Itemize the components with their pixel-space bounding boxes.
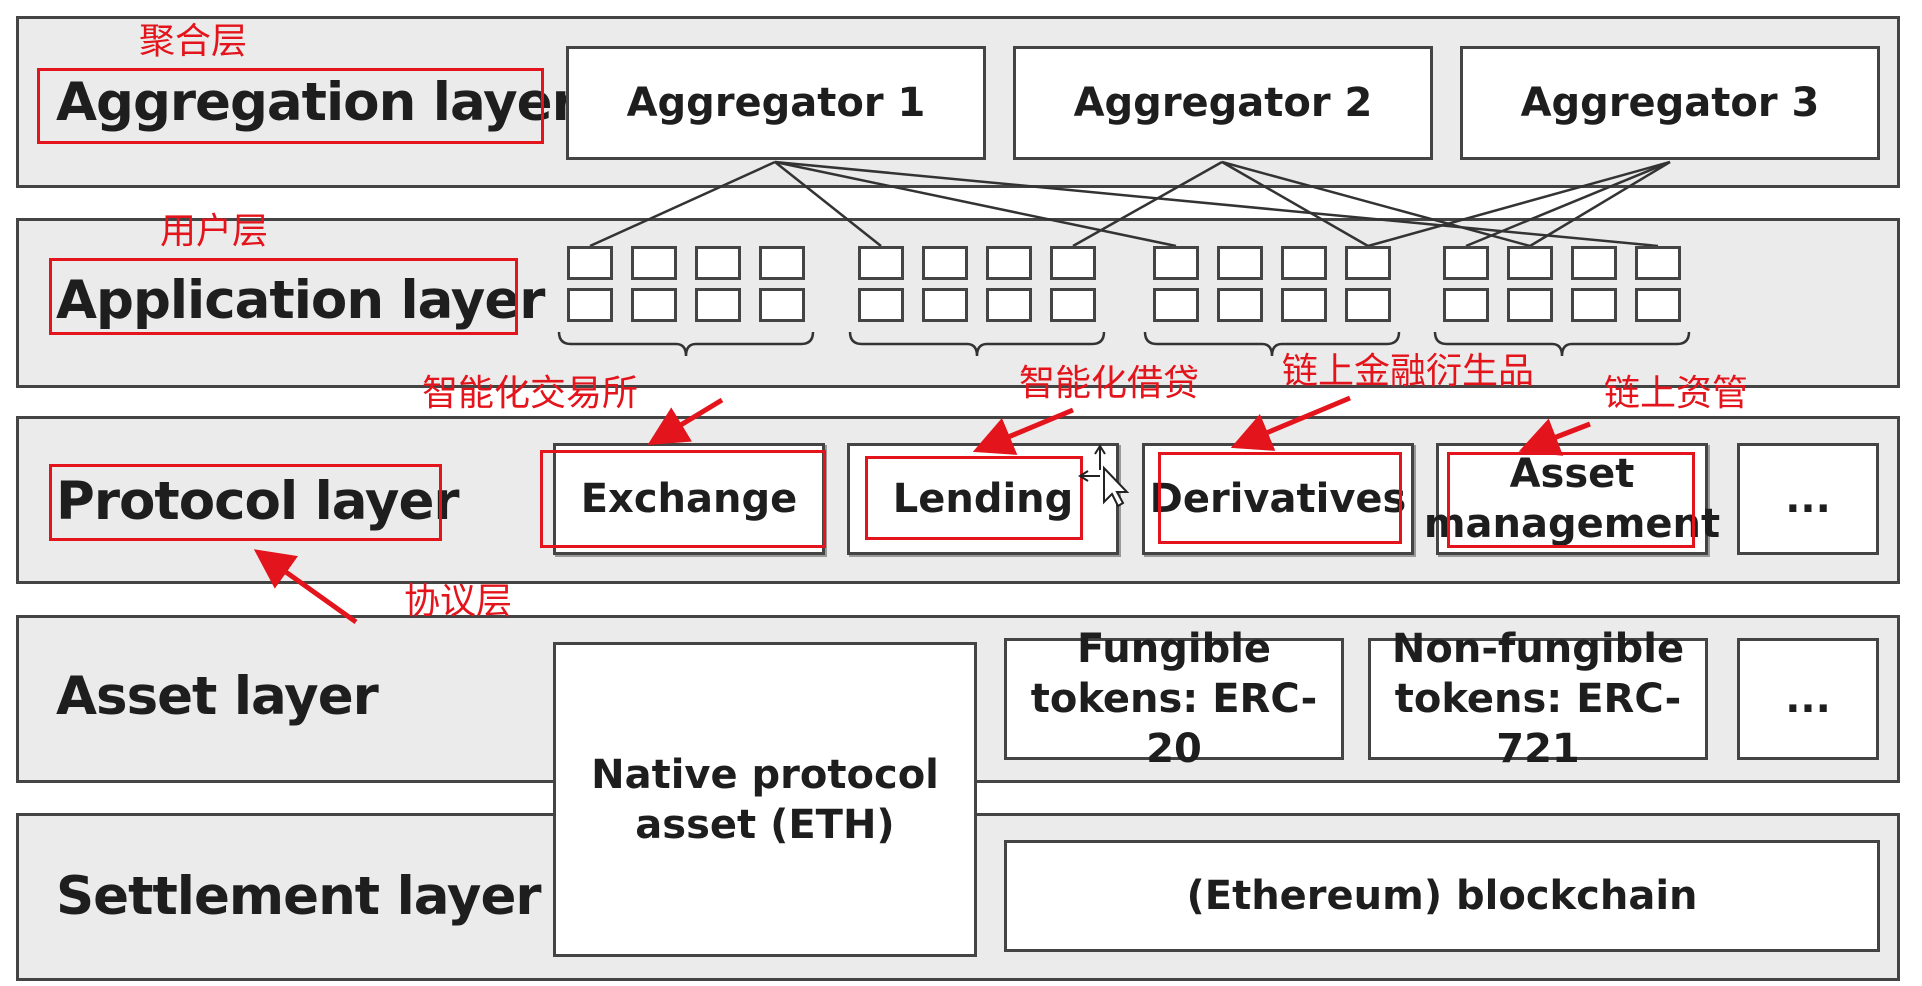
asset-more-box: ... bbox=[1737, 638, 1879, 760]
arrow-derivatives bbox=[1230, 395, 1351, 451]
native-asset-box: Native protocol asset (ETH) bbox=[553, 642, 977, 957]
app-cell-g2-r2-c2 bbox=[922, 288, 968, 322]
asset-management-box: Asset management bbox=[1424, 443, 1720, 555]
app-cell-g1-r2-c4 bbox=[759, 288, 805, 322]
brace-group-2 bbox=[848, 331, 1106, 357]
app-cell-g4-r1-c3 bbox=[1571, 246, 1617, 280]
annotation-lending: 智能化借贷 bbox=[1019, 363, 1200, 404]
aggregator-2-box: Aggregator 2 bbox=[1013, 46, 1433, 160]
annotation-aggregation: 聚合层 bbox=[139, 21, 248, 62]
move-cursor-icon bbox=[1078, 444, 1130, 508]
connector-line-8 bbox=[1367, 160, 1671, 248]
app-cell-g2-r1-c3 bbox=[986, 246, 1032, 280]
app-cell-g3-r2-c2 bbox=[1217, 288, 1263, 322]
nonfungible-tokens-box: Non-fungible tokens: ERC-721 bbox=[1368, 626, 1708, 772]
app-cell-g1-r2-c2 bbox=[631, 288, 677, 322]
arrow-exchange bbox=[647, 397, 724, 446]
arrow-asset-management bbox=[1518, 418, 1591, 456]
connector-line-2 bbox=[774, 161, 882, 247]
app-cell-g3-r1-c4 bbox=[1345, 246, 1391, 280]
app-cell-g4-r2-c4 bbox=[1635, 288, 1681, 322]
app-cell-g2-r1-c4 bbox=[1050, 246, 1096, 280]
connector-line-7 bbox=[1221, 160, 1531, 248]
app-cell-g1-r1-c1 bbox=[567, 246, 613, 280]
app-cell-g2-r2-c1 bbox=[858, 288, 904, 322]
connector-line-4 bbox=[774, 160, 1659, 248]
connector-line-6 bbox=[1221, 160, 1369, 248]
annotation-application: 用户层 bbox=[160, 211, 269, 252]
blockchain-box: (Ethereum) blockchain bbox=[1004, 840, 1880, 952]
aggregator-1-box: Aggregator 1 bbox=[566, 46, 986, 160]
app-cell-g1-r1-c2 bbox=[631, 246, 677, 280]
app-cell-g2-r1-c2 bbox=[922, 246, 968, 280]
lending-box: Lending bbox=[847, 443, 1119, 555]
arrow-lending bbox=[972, 407, 1074, 455]
brace-group-4 bbox=[1433, 331, 1691, 357]
layer-label-asset: Asset layer bbox=[56, 666, 379, 727]
protocol-more-box: ... bbox=[1737, 443, 1879, 555]
app-cell-g1-r2-c3 bbox=[695, 288, 741, 322]
connector-line-3 bbox=[774, 160, 1177, 248]
app-cell-g4-r1-c4 bbox=[1635, 246, 1681, 280]
annotation-exchange: 智能化交易所 bbox=[422, 373, 639, 414]
connector-line-10 bbox=[1465, 160, 1671, 248]
layer-label-application: Application layer bbox=[56, 270, 545, 331]
app-cell-g4-r2-c2 bbox=[1507, 288, 1553, 322]
annotation-asset-management: 链上资管 bbox=[1604, 373, 1749, 414]
app-cell-g4-r1-c2 bbox=[1507, 246, 1553, 280]
layer-label-protocol: Protocol layer bbox=[56, 471, 460, 532]
annotation-protocol: 协议层 bbox=[404, 581, 513, 622]
app-cell-g3-r2-c1 bbox=[1153, 288, 1199, 322]
arrow-protocol bbox=[253, 549, 358, 625]
app-cell-g3-r1-c3 bbox=[1281, 246, 1327, 280]
connector-line-9 bbox=[1529, 160, 1671, 248]
app-cell-g4-r1-c1 bbox=[1443, 246, 1489, 280]
app-cell-g3-r2-c3 bbox=[1281, 288, 1327, 322]
brace-group-1 bbox=[557, 331, 815, 357]
brace-group-3 bbox=[1143, 331, 1401, 357]
app-cell-g4-r2-c3 bbox=[1571, 288, 1617, 322]
aggregator-3-box: Aggregator 3 bbox=[1460, 46, 1880, 160]
app-cell-g3-r1-c1 bbox=[1153, 246, 1199, 280]
app-cell-g2-r1-c1 bbox=[858, 246, 904, 280]
annotation-derivatives: 链上金融衍生品 bbox=[1282, 351, 1535, 392]
app-cell-g3-r2-c4 bbox=[1345, 288, 1391, 322]
derivatives-box: Derivatives bbox=[1142, 443, 1414, 555]
app-cell-g1-r1-c4 bbox=[759, 246, 805, 280]
app-cell-g2-r2-c4 bbox=[1050, 288, 1096, 322]
layer-label-settlement: Settlement layer bbox=[56, 866, 542, 927]
connector-line-5 bbox=[1072, 160, 1223, 248]
app-cell-g2-r2-c3 bbox=[986, 288, 1032, 322]
layer-label-aggregation: Aggregation layer bbox=[56, 72, 578, 133]
app-cell-g3-r1-c2 bbox=[1217, 246, 1263, 280]
app-cell-g4-r2-c1 bbox=[1443, 288, 1489, 322]
app-cell-g1-r1-c3 bbox=[695, 246, 741, 280]
app-cell-g1-r2-c1 bbox=[567, 288, 613, 322]
connector-line-1 bbox=[589, 160, 776, 248]
